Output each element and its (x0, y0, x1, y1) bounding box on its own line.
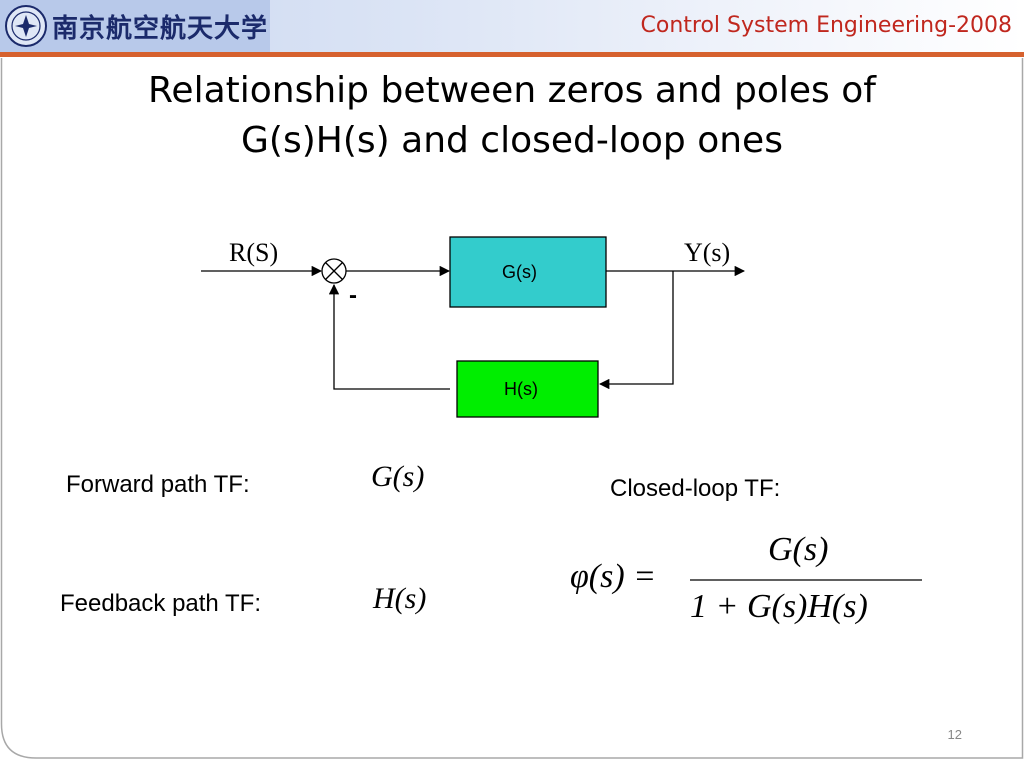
forward-path-label: Forward path TF: (66, 471, 250, 498)
feedback-path-label: Feedback path TF: (60, 590, 261, 617)
university-seal-icon (5, 5, 47, 47)
feedback-path-expr: H(s) (373, 582, 427, 615)
page-number: 12 (947, 727, 962, 742)
closed-loop-denominator: 1 + G(s)H(s) (690, 588, 868, 625)
feedback-pickoff-line (598, 271, 674, 390)
output-label: Y(s) (684, 238, 731, 267)
slide-title: Relationship between zeros and poles of … (40, 66, 984, 166)
closed-loop-lhs: φ(s) = (570, 558, 657, 595)
title-line-2: G(s)H(s) and closed-loop ones (241, 120, 783, 161)
course-title: Control System Engineering-2008 (640, 13, 1012, 38)
g-block-label: G(s) (502, 262, 537, 282)
forward-path-expr: G(s) (371, 460, 425, 493)
header-rule (0, 52, 1024, 57)
h-block-label: H(s) (504, 379, 538, 399)
closed-loop-numerator: G(s) (768, 531, 829, 568)
g-block (449, 236, 607, 308)
university-name: 南京航空航天大学 (52, 14, 269, 44)
closed-loop-label: Closed-loop TF: (610, 475, 781, 502)
feedback-return-line (328, 283, 450, 390)
h-block (456, 360, 599, 418)
feedback-sign: - (349, 282, 357, 309)
title-line-1: Relationship between zeros and poles of (148, 70, 876, 111)
input-label: R(S) (229, 238, 279, 267)
summing-junction (321, 258, 347, 284)
